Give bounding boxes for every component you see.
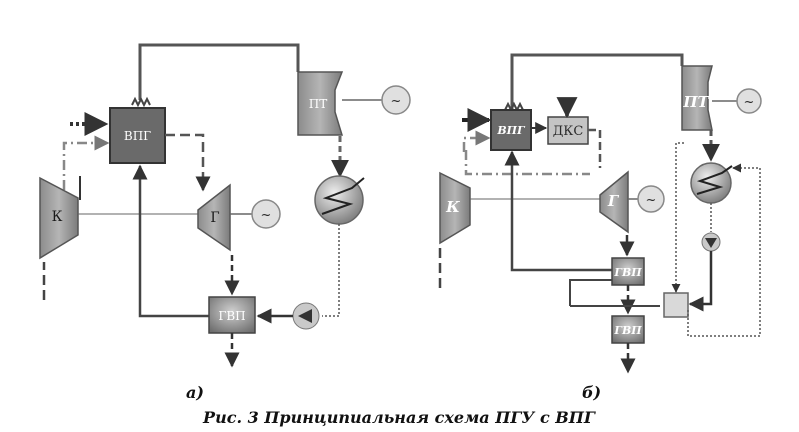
figure-caption: Рис. 3 Принципиальная схема ПГУ с ВПГ (202, 408, 596, 427)
a-g-label: Г (210, 210, 219, 226)
b-g-label: Г (607, 192, 620, 210)
a-gas-turbine (197, 183, 231, 252)
b-air-input (462, 130, 491, 152)
b-gas-turbine (599, 170, 629, 234)
panel-a-tag: а) (186, 383, 204, 402)
a-steam-turbine (297, 71, 344, 136)
b-dks-gas-out (588, 128, 602, 168)
b-generator-g-symbol: ~ (646, 193, 657, 208)
b-k-label: К (445, 198, 460, 216)
a-condenser-coil (321, 177, 365, 215)
b-pump-line (688, 251, 713, 312)
b-vpg-label: ВПГ (496, 124, 526, 137)
a-condensate-line (322, 224, 340, 317)
a-generator-g-symbol: ~ (261, 208, 272, 223)
a-vpg-label: ВПГ (124, 129, 151, 143)
a-k-label: К (52, 209, 63, 225)
b-dks-box (547, 116, 589, 145)
a-generator-pt (381, 85, 411, 115)
a-air-input (62, 135, 110, 190)
b-gvp-top-label: ГВП (613, 266, 642, 279)
panel-b-tag: б) (582, 383, 601, 402)
b-condenser-coil (696, 165, 733, 195)
a-condenser (314, 175, 364, 225)
b-heat-exchanger (663, 292, 689, 318)
a-generator-pt-symbol: ~ (391, 94, 402, 109)
b-pt-label: ПТ (682, 93, 710, 111)
b-superheater-zigzag (504, 101, 524, 113)
panel-b: ВПГ ДКС К Г ~ ГВП ГВП (438, 53, 762, 402)
panel-a: ВПГ К Г ~ ГВП ПТ ~ (39, 43, 411, 402)
a-feedwater-line (132, 164, 209, 318)
a-pump-arrow (298, 309, 312, 323)
b-gvp-bottom-label: ГВП (613, 324, 642, 337)
b-dotted-loop-right (687, 163, 761, 337)
a-superheater-zigzag (131, 96, 151, 108)
a-steam-line (138, 43, 300, 100)
b-loop-line (569, 279, 612, 306)
a-compressor (39, 176, 79, 260)
b-dks-label: ДКС (553, 124, 584, 139)
b-air-return (464, 150, 590, 176)
b-pump-arrow (705, 238, 717, 248)
b-generator-g (637, 185, 665, 213)
b-generator-pt (736, 88, 762, 114)
b-steam-turbine (681, 65, 713, 131)
a-gas-line (165, 133, 211, 192)
b-condenser (690, 162, 732, 204)
b-dotted-loop-left (671, 142, 684, 293)
b-vpg-box (490, 109, 532, 151)
b-steam-line (510, 53, 684, 110)
a-gvp-label: ГВП (218, 309, 245, 323)
b-feedwater-line (504, 150, 612, 272)
b-generator-pt-symbol: ~ (744, 95, 755, 110)
b-compressor (439, 171, 471, 245)
a-generator-g (251, 199, 281, 229)
b-gvp-bottom-box (611, 315, 645, 344)
a-pt-label: ПТ (309, 97, 327, 111)
